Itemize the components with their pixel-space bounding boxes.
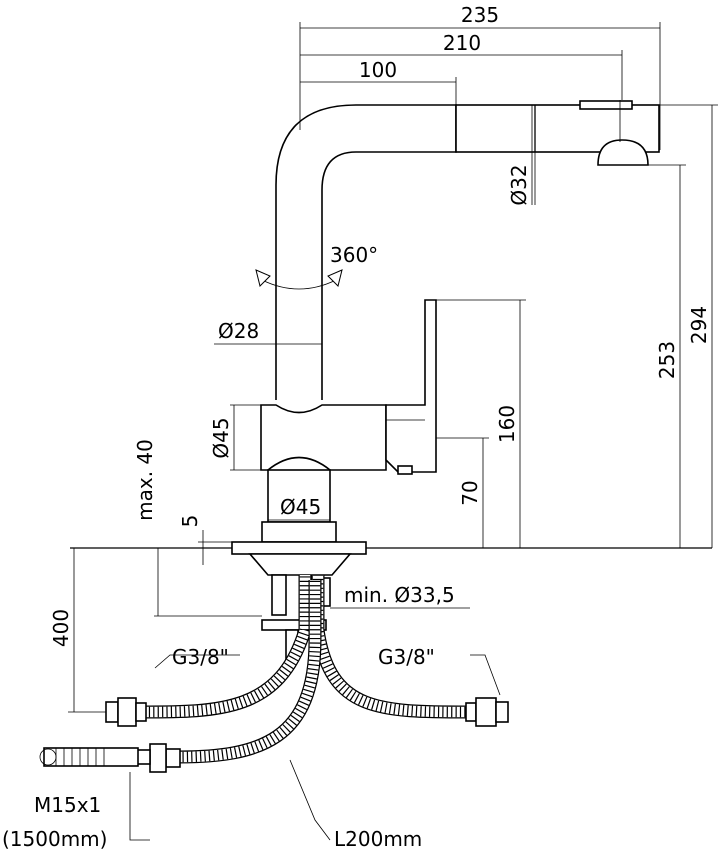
dim-max-40: max. 40 bbox=[133, 439, 157, 521]
dim-5: 5 bbox=[178, 515, 202, 528]
dim-235: 235 bbox=[461, 3, 499, 27]
dim-dia-28: Ø28 bbox=[218, 319, 259, 343]
dim-dia-45-body: Ø45 bbox=[209, 417, 233, 458]
dimension-lines bbox=[68, 22, 718, 841]
mixer-body bbox=[231, 299, 437, 661]
dim-min-hole: min. Ø33,5 bbox=[344, 583, 455, 607]
dim-210: 210 bbox=[443, 31, 481, 55]
dim-400: 400 bbox=[49, 609, 73, 647]
dim-dia-32: Ø32 bbox=[507, 164, 531, 205]
dim-253: 253 bbox=[655, 341, 679, 379]
lever-handle bbox=[385, 299, 437, 473]
dim-160: 160 bbox=[495, 405, 519, 443]
left-fitting bbox=[105, 697, 147, 727]
label-shower-length: (1500mm) bbox=[2, 827, 107, 851]
label-shower-thread: M15x1 bbox=[34, 793, 101, 817]
label-left-inlet: G3/8" bbox=[172, 645, 229, 669]
label-right-inlet: G3/8" bbox=[378, 645, 435, 669]
dim-70: 70 bbox=[458, 480, 482, 505]
aerator bbox=[597, 139, 649, 166]
dim-294: 294 bbox=[687, 306, 711, 344]
dim-rotation: 360° bbox=[330, 243, 378, 267]
supply-hoses bbox=[139, 575, 471, 764]
spout bbox=[275, 100, 660, 400]
label-hose-length: L200mm bbox=[334, 827, 422, 851]
shower-fitting bbox=[39, 743, 181, 773]
spray-button bbox=[579, 100, 633, 110]
dim-dia-45-base: Ø45 bbox=[280, 495, 321, 519]
dim-100: 100 bbox=[359, 58, 397, 82]
right-fitting bbox=[465, 697, 509, 727]
